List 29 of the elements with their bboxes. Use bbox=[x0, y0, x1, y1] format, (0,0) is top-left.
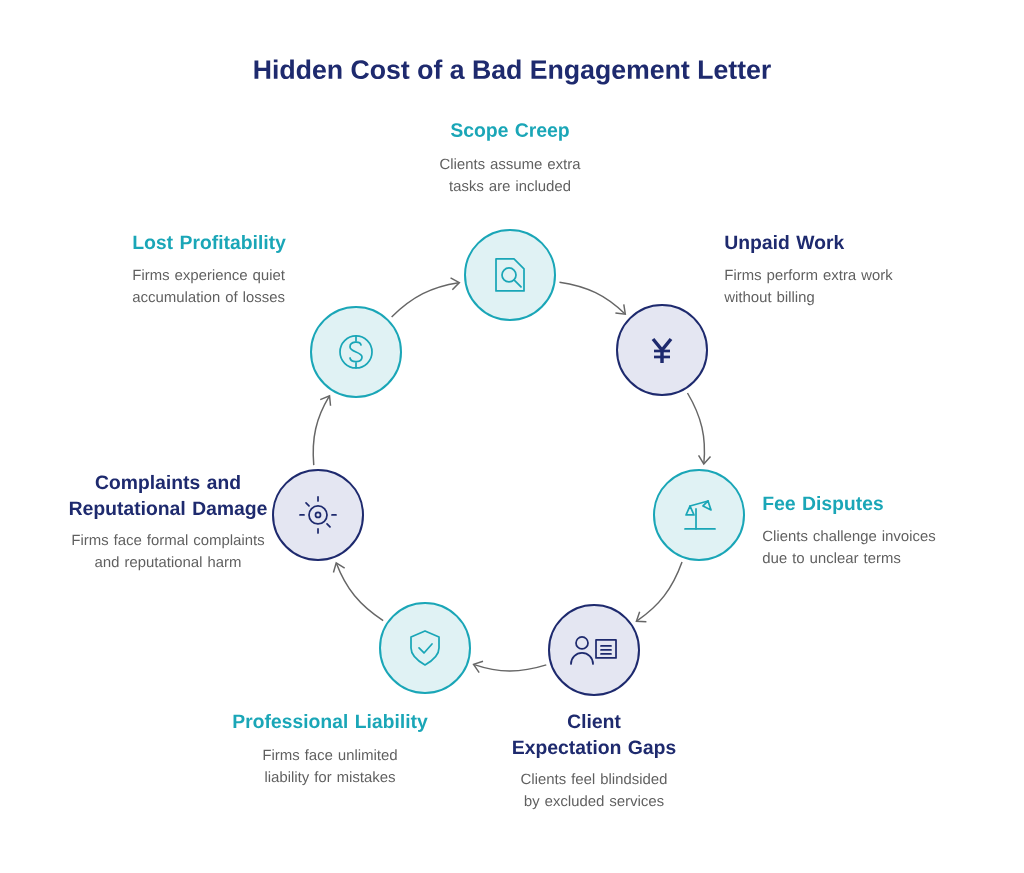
arrow bbox=[558, 281, 627, 316]
step-heading: Professional Liability bbox=[233, 713, 428, 732]
arrow bbox=[472, 660, 547, 674]
step-heading: Client Expectation Gaps bbox=[513, 713, 676, 758]
step-heading: Unpaid Work bbox=[725, 234, 845, 253]
title: Hidden Cost of a Bad Engagement Letter bbox=[254, 59, 771, 85]
step-circle bbox=[616, 304, 708, 396]
step-description: Firms experience quiet accumulation of losses bbox=[132, 269, 285, 303]
step-description: Clients assume extra tasks are included bbox=[440, 158, 581, 192]
step-circle bbox=[464, 229, 556, 321]
step-circle bbox=[310, 306, 402, 398]
step-heading: Lost Profitability bbox=[133, 234, 286, 253]
step-description: Clients feel blindsided by excluded services bbox=[521, 773, 667, 810]
arrow bbox=[635, 561, 683, 623]
step-heading: Scope Creep bbox=[450, 123, 569, 141]
step-heading: Complaints and Reputational Damage bbox=[69, 474, 267, 520]
step-circle bbox=[548, 604, 640, 696]
step-description: Firms perform extra work without billing bbox=[724, 269, 893, 306]
step-circle bbox=[379, 602, 471, 694]
arrow bbox=[686, 392, 712, 466]
step-description: Firms face unlimited liability for mistakes bbox=[263, 749, 397, 786]
step-circle bbox=[653, 469, 745, 561]
arrow bbox=[312, 394, 332, 466]
step-circle bbox=[272, 469, 364, 561]
step-description: Firms face formal complaints and reputational harm bbox=[72, 534, 265, 571]
arrow bbox=[390, 277, 461, 318]
arrow bbox=[332, 561, 384, 622]
step-description: Clients challenge invoices due to unclear terms bbox=[762, 530, 936, 564]
step-heading: Fee Disputes bbox=[763, 495, 883, 514]
